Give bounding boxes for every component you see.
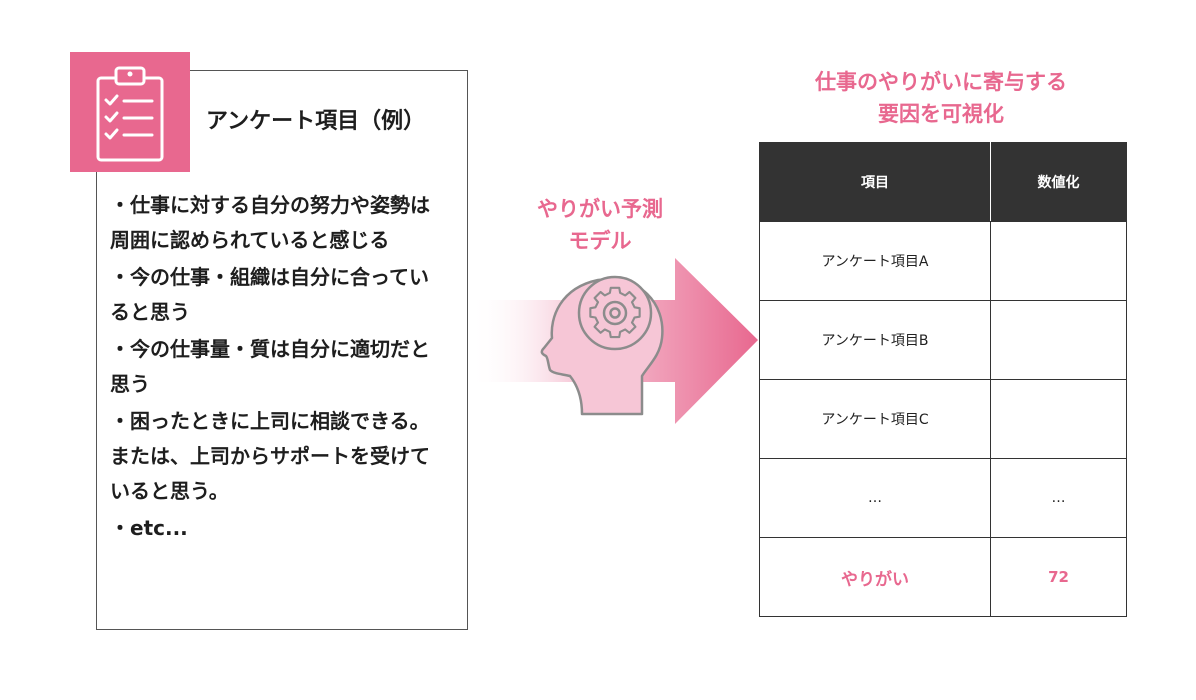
target-score: 72 (990, 537, 1127, 617)
clipboard-checklist-icon (96, 66, 164, 162)
model-label: やりがい予測 モデル (500, 193, 700, 257)
header-score: 数値化 (990, 142, 1127, 222)
model-label-line1: やりがい予測 (537, 197, 663, 221)
survey-item: ・困ったときに上司に相談できる。または、上司からサポートを受けていると思う。 (110, 409, 430, 503)
survey-item: ・今の仕事量・質は自分に適切だと思う (110, 337, 430, 396)
survey-item: ・仕事に対する自分の努力や姿勢は周囲に認められていると感じる (110, 193, 430, 252)
table-row: アンケート項目B (759, 300, 1127, 380)
clipboard-icon-box (70, 52, 190, 172)
survey-item: ・今の仕事・組織は自分に合っていると思う (110, 265, 429, 324)
prediction-arrow (470, 258, 758, 424)
survey-item-list: ・仕事に対する自分の努力や姿勢は周囲に認められていると感じる ・今の仕事・組織は… (110, 188, 448, 548)
row-item: アンケート項目A (759, 221, 991, 301)
row-item: アンケート項目C (759, 379, 991, 459)
head-gear-icon (540, 275, 664, 416)
row-score (990, 379, 1127, 459)
target-label: やりがい (759, 537, 991, 617)
table-header-row: 項目 数値化 (759, 142, 1127, 222)
factor-table: 項目 数値化 アンケート項目A アンケート項目B アンケート項目C … … やり… (759, 142, 1127, 617)
row-score (990, 300, 1127, 380)
table-row: アンケート項目A (759, 221, 1127, 301)
result-title-line2: 要因を可視化 (878, 102, 1004, 126)
row-score (990, 221, 1127, 301)
header-item: 項目 (759, 142, 991, 222)
result-title: 仕事のやりがいに寄与する 要因を可視化 (756, 66, 1126, 130)
table-row: アンケート項目C (759, 379, 1127, 459)
result-title-line1: 仕事のやりがいに寄与する (815, 70, 1067, 94)
model-label-line2: モデル (568, 229, 632, 253)
row-score: … (990, 458, 1127, 538)
row-item: … (759, 458, 991, 538)
survey-title: アンケート項目（例） (206, 109, 426, 134)
target-row: やりがい 72 (759, 537, 1127, 617)
row-item: アンケート項目B (759, 300, 991, 380)
table-row: … … (759, 458, 1127, 538)
survey-item: ・etc... (110, 516, 188, 540)
